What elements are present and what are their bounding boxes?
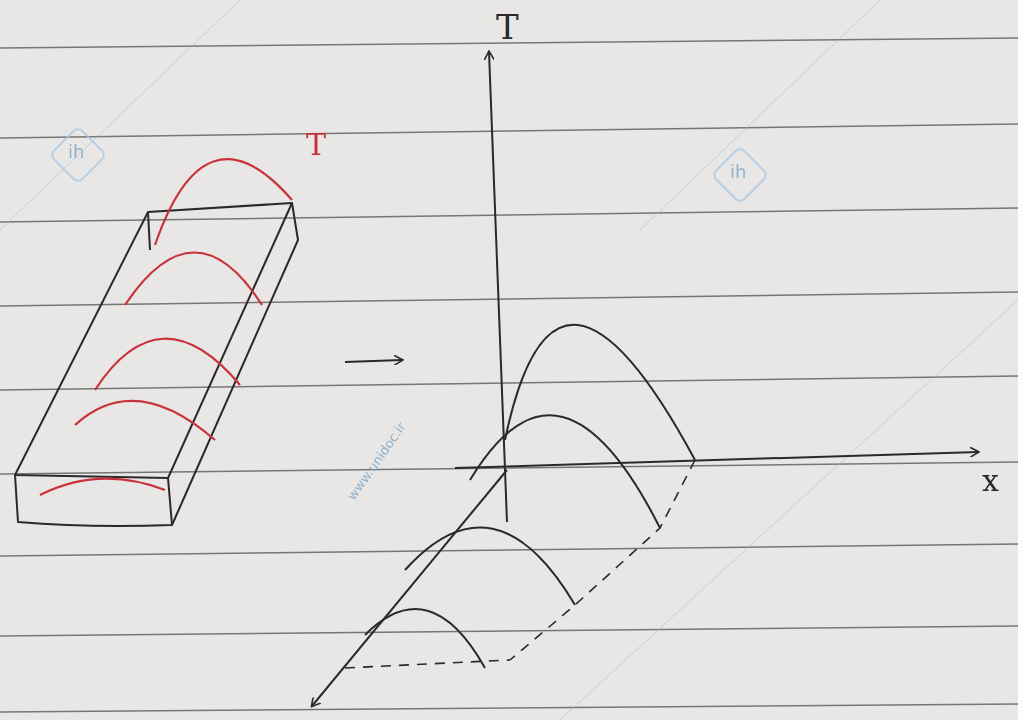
slab (15, 203, 298, 526)
watermark: www.unidoc.ir (345, 420, 408, 502)
ruled-lines (0, 38, 1018, 712)
axis-label: x (982, 466, 999, 496)
watermark-logo: ih (68, 143, 84, 161)
axis-label: T (496, 10, 519, 44)
temperature-label: T (306, 130, 326, 160)
watermark-logos (50, 127, 769, 204)
slab-temperature-arcs (40, 159, 292, 495)
arrow (345, 360, 402, 362)
profile-curves (365, 325, 695, 668)
dashed-guides (345, 460, 695, 668)
axes (312, 52, 978, 706)
watermark-logo: ih (730, 163, 746, 181)
